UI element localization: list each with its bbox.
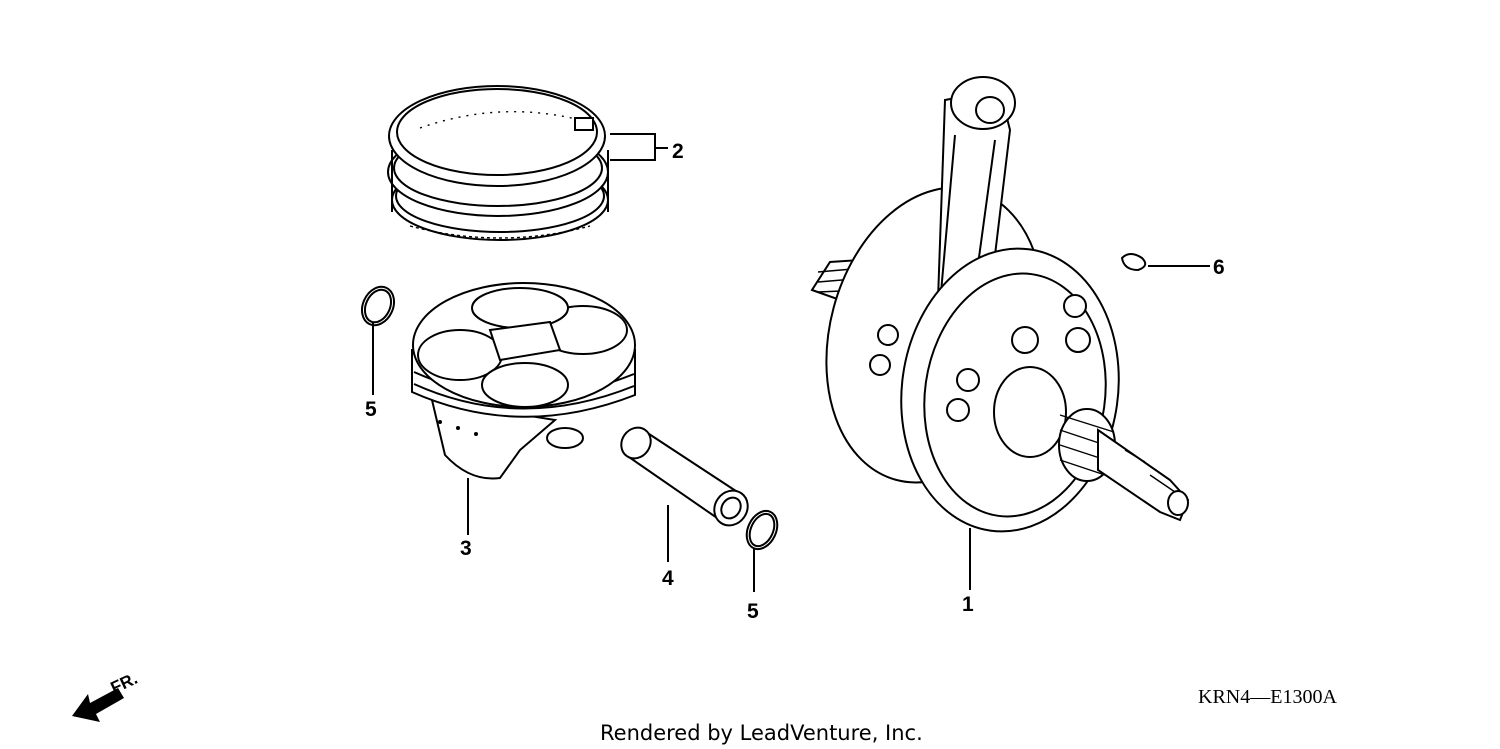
diagram-code: KRN4—E1300A xyxy=(1198,686,1337,708)
callout-crankshaft[interactable]: 1 xyxy=(962,593,974,616)
piston-pin[interactable] xyxy=(615,422,754,532)
credit-text: Rendered by LeadVenture, Inc. xyxy=(600,721,923,745)
piston[interactable] xyxy=(411,282,636,480)
crankshaft[interactable] xyxy=(795,76,1190,546)
callout-piston-pin[interactable]: 4 xyxy=(662,567,674,590)
callout-piston-rings[interactable]: 2 xyxy=(672,140,684,163)
callout-clip-right[interactable]: 5 xyxy=(747,600,759,623)
callout-piston[interactable]: 3 xyxy=(460,537,472,560)
front-direction-arrow-icon xyxy=(72,688,124,722)
leader-lines xyxy=(372,133,1210,592)
piston-clip-left[interactable] xyxy=(356,282,400,331)
woodruff-key[interactable] xyxy=(1120,253,1147,272)
callout-key[interactable]: 6 xyxy=(1213,256,1225,279)
piston-rings[interactable] xyxy=(387,85,609,241)
callout-clip-left[interactable]: 5 xyxy=(365,398,377,421)
